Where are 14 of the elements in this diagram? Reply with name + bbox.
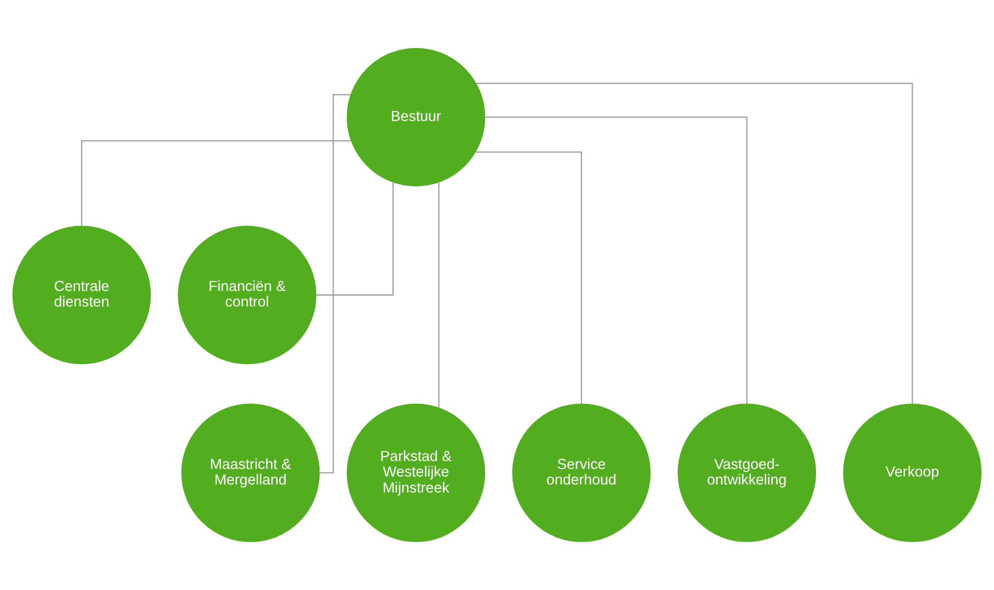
connector — [316, 182, 394, 296]
node-circle: Vastgoed- ontwikkeling — [678, 404, 816, 542]
connector — [81, 140, 352, 226]
connector — [476, 82, 913, 404]
node-circle: Bestuur — [346, 48, 486, 186]
connector — [484, 116, 748, 404]
node-circle: Parkstad & Westelijke Mijnstreek — [346, 404, 486, 542]
node-circle: Centrale diensten — [12, 226, 151, 364]
node-circle: Service onderhoud — [512, 404, 651, 542]
node-circle: Maastricht & Mergelland — [181, 404, 320, 542]
node-circle: Verkoop — [843, 404, 982, 542]
connector — [438, 182, 440, 408]
node-circle: Financiën & control — [178, 226, 316, 364]
connector — [475, 152, 582, 404]
